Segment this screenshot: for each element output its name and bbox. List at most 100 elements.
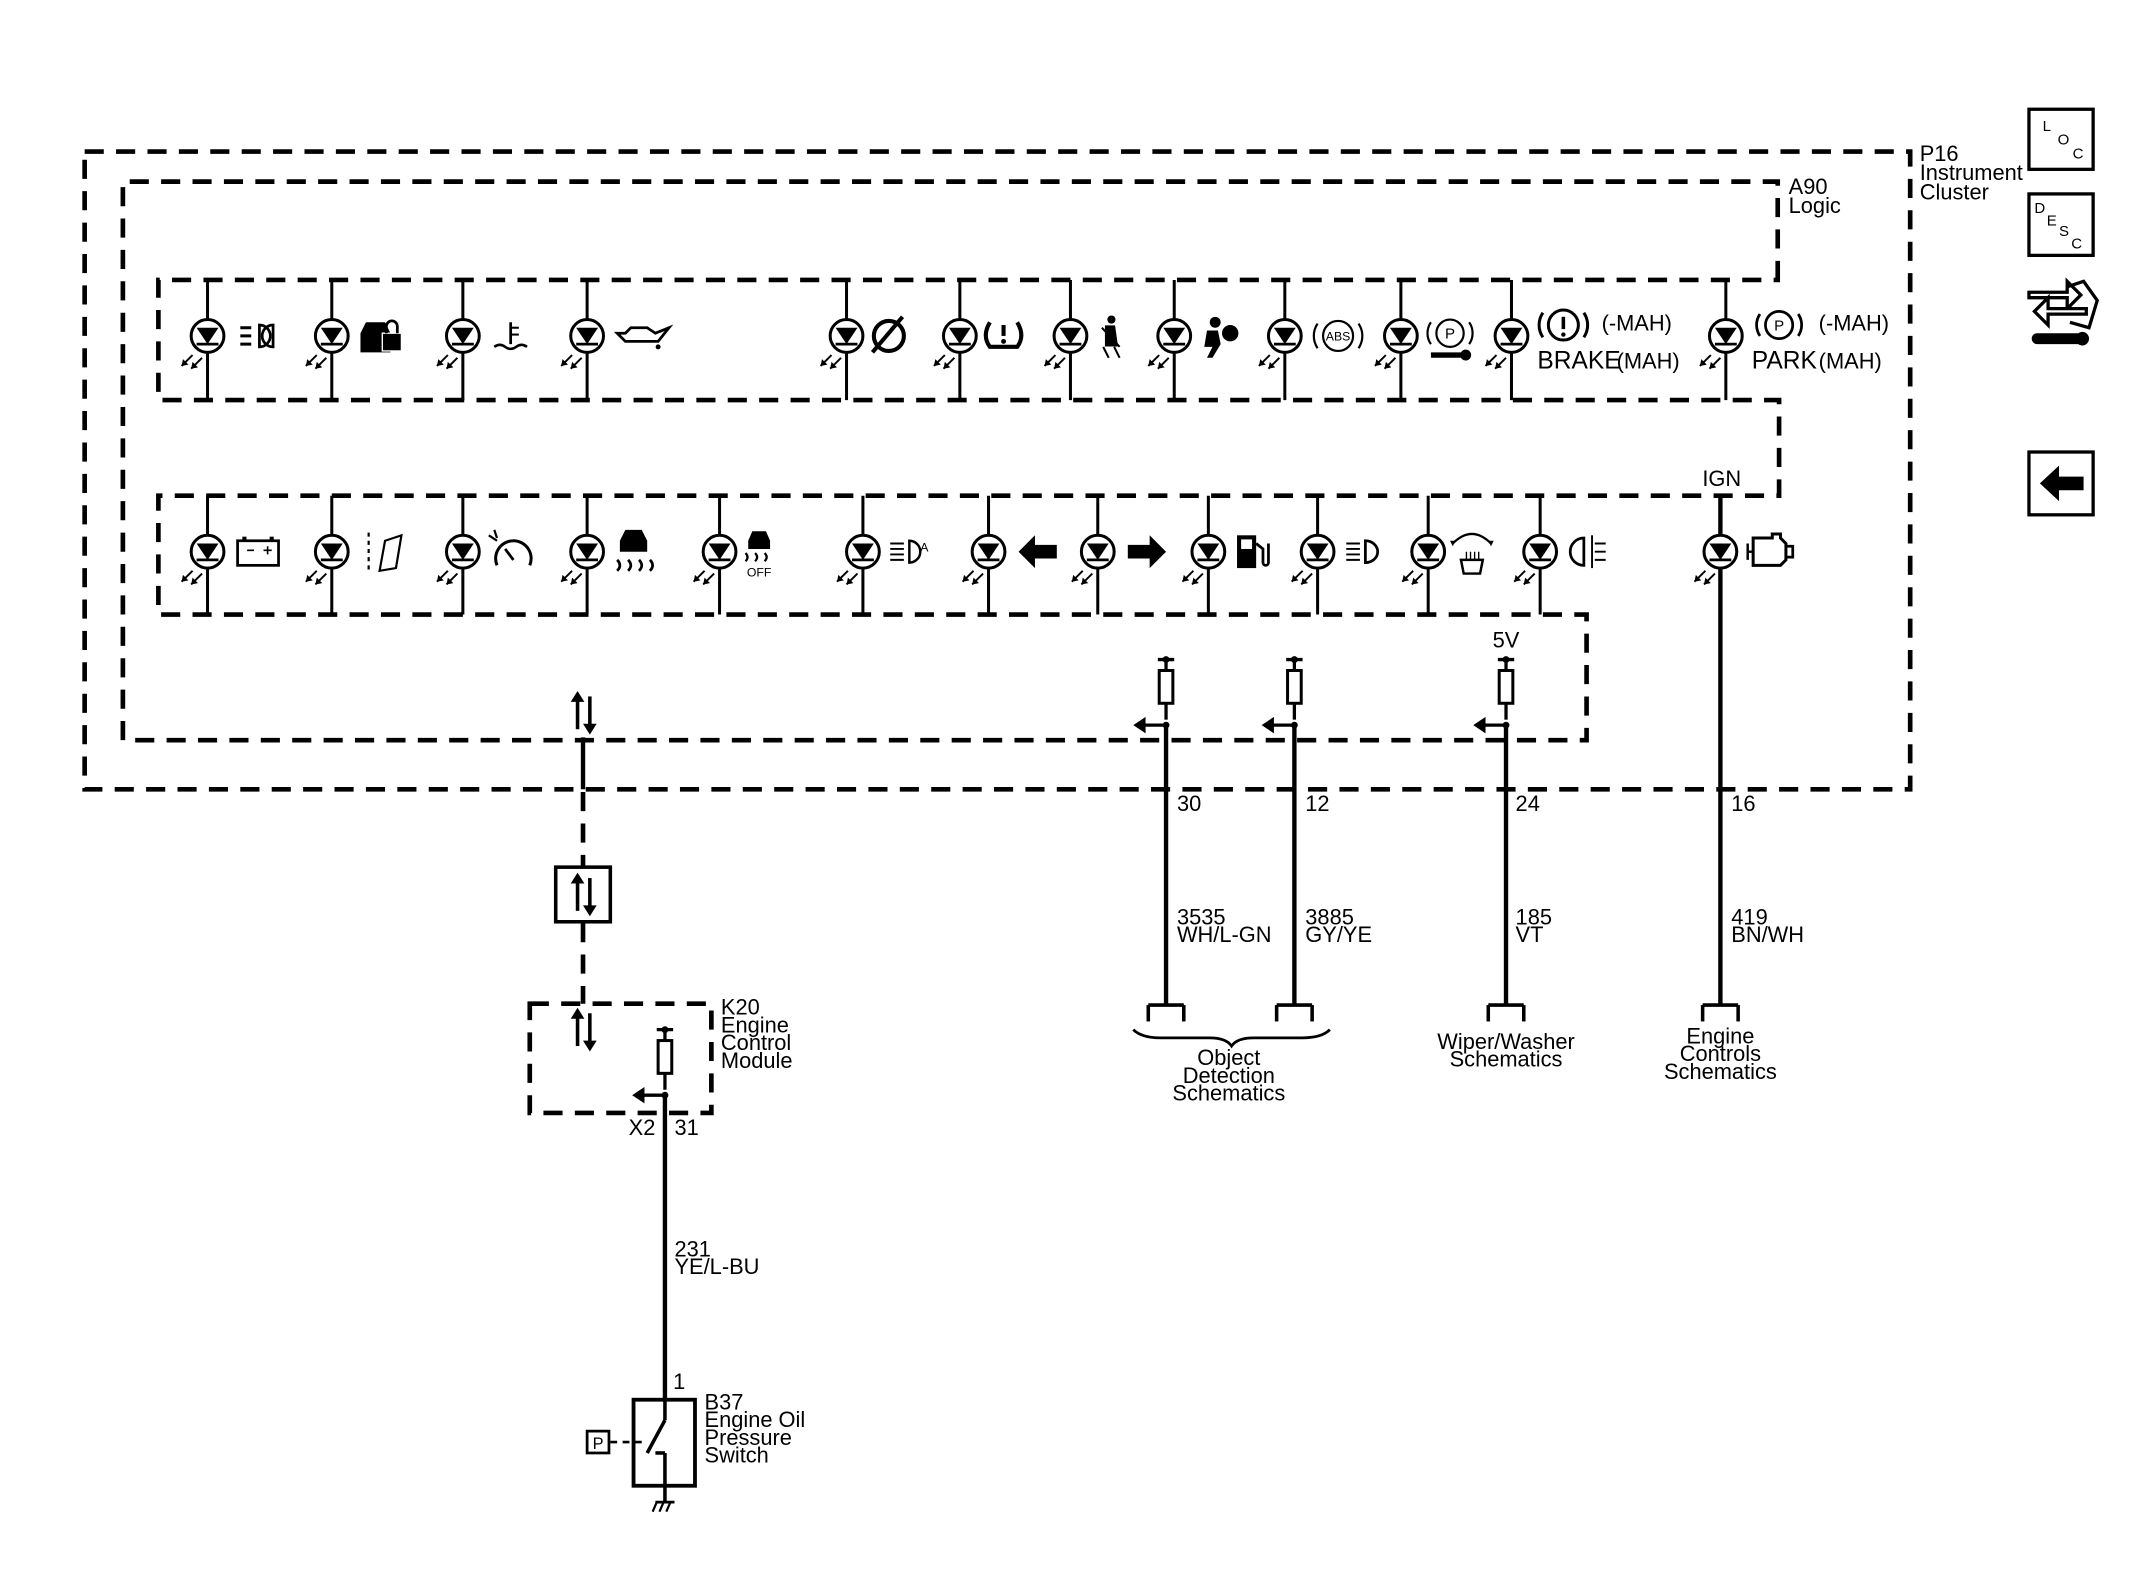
location-button[interactable]: L O C (2027, 107, 2095, 171)
led-charging (180, 533, 226, 586)
led-coolant (435, 318, 481, 371)
a90-label: A90 Logic (1789, 174, 1841, 218)
k20-serial-arrows (568, 1006, 599, 1054)
washer-fluid-icon (1450, 532, 1494, 575)
seat-belt-icon (1101, 315, 1121, 359)
engine-controls-line-1: Engine (1686, 1023, 1754, 1048)
circuit-3885-color: GY/YE (1305, 922, 1372, 947)
led-door-ajar (304, 533, 350, 586)
k20-id: K20 (721, 995, 760, 1020)
five-volt-label: 5V (1493, 627, 1520, 652)
harness-connector-12 (1274, 1003, 1314, 1024)
b37-name-line-3: Switch (705, 1443, 769, 1468)
back-arrow-icon[interactable] (2027, 450, 2095, 517)
p16-name-line-2: Cluster (1920, 179, 1989, 204)
cruise-control-icon (488, 529, 533, 566)
ignition-circuit: IGN 16 419 BN/WH Engine Controls Schemat… (1664, 466, 1804, 1084)
p16-instrument-cluster-outline (82, 149, 1913, 792)
park-brake-icon: P (1755, 309, 1803, 341)
harness-connector-30 (1146, 1003, 1186, 1024)
circuit-231-color: YE/L-BU (675, 1254, 760, 1279)
led-high-beam (1290, 533, 1336, 586)
led-traction-off (692, 533, 738, 586)
lower-indicator-row: OFF A (180, 495, 1795, 615)
led-airbag (1146, 318, 1193, 371)
desc-letter-c: C (2071, 236, 2082, 253)
pin-24-label: 24 (1516, 791, 1540, 816)
k20-name-line-3: Module (721, 1048, 793, 1073)
led-security (304, 318, 350, 371)
led-power-steering (819, 318, 865, 371)
object-detection-line-3: Schematics (1172, 1081, 1285, 1106)
description-button[interactable]: D E S C (2027, 192, 2095, 258)
low-fuel-icon (1237, 535, 1270, 569)
object-detection-line-1: Object (1197, 1045, 1260, 1070)
b37-pin-1: 1 (673, 1369, 685, 1394)
b37-oil-pressure-switch: P B37 Engine Oil Pressure Switch (585, 1389, 805, 1513)
airbag-icon (1204, 316, 1239, 358)
led-check-engine (1692, 533, 1739, 586)
led-traction-control (559, 533, 606, 586)
k20-connector-x2: X2 (629, 1115, 656, 1140)
pin-30-label: 30 (1177, 791, 1201, 816)
high-beam-icon (1346, 539, 1380, 564)
brake-nonmah-label: (-MAH) (1602, 310, 1672, 335)
pullup-pin-30 (1131, 654, 1176, 735)
k20-name-line-1: Engine (721, 1012, 789, 1037)
circuit-419-number: 419 (1731, 904, 1767, 929)
circuit-231-number: 231 (675, 1236, 711, 1261)
park-mah-label: (MAH) (1819, 349, 1882, 374)
led-low-fuel (1180, 533, 1227, 586)
park-word-label: PARK (1752, 348, 1818, 375)
auto-high-beam-icon: A (890, 539, 929, 564)
engine-controls-line-2: Controls (1680, 1041, 1761, 1066)
circuit-185-color: VT (1516, 922, 1544, 947)
auto-a-text: A (920, 541, 929, 555)
battery-icon (236, 536, 280, 567)
turn-left-arrow-icon (1018, 535, 1057, 569)
wiper-washer-circuit: 5V 24 185 VT Wiper/Washer Schematics (1437, 627, 1574, 1071)
desc-letter-d: D (2034, 200, 2045, 217)
circuit-419-color: BN/WH (1731, 922, 1804, 947)
led-oil-pressure (559, 318, 606, 371)
circuit-3535-number: 3535 (1177, 904, 1226, 929)
circuit-3885-number: 3885 (1305, 904, 1354, 929)
security-lock-car-icon (360, 319, 403, 353)
park-brake-service-icon: P (1426, 318, 1474, 361)
k20-pullup (630, 1024, 675, 1106)
check-engine-icon (1746, 532, 1795, 567)
park-service-p: P (1445, 326, 1455, 343)
traction-off-text: OFF (747, 565, 772, 579)
pressure-symbol-p: P (593, 1435, 604, 1453)
led-abs (1257, 318, 1303, 371)
upper-indicator-row: ABS P (-MAH) BRAKE (MAH) P (-MAH) PARK (… (180, 279, 1889, 401)
park-p-text: P (1774, 317, 1784, 334)
led-cruise (435, 533, 481, 586)
connector-icon[interactable] (2027, 277, 2100, 346)
led-auto-lamp (835, 533, 881, 586)
a90-logic-outline (120, 179, 1782, 743)
coolant-temperature-icon (493, 322, 528, 351)
wiper-washer-line-2: Schematics (1450, 1047, 1563, 1072)
k20-engine-control-module: K20 Engine Control Module X2 31 (527, 995, 793, 1140)
abs-text: ABS (1326, 330, 1351, 344)
led-electric-park-brake-service (1373, 318, 1419, 371)
ground-icon (651, 1500, 675, 1513)
led-fog-lamp (180, 318, 226, 371)
harness-connector-engine (1700, 1003, 1740, 1024)
pin-16-label: 16 (1731, 791, 1755, 816)
pin-12-label: 12 (1305, 791, 1329, 816)
led-turn-right (1070, 533, 1116, 586)
a90-id: A90 (1789, 174, 1828, 199)
led-tire-pressure (932, 318, 978, 371)
b37-id: B37 (705, 1389, 744, 1414)
p16-id: P16 (1920, 141, 1959, 166)
oil-pressure-circuit: 231 YE/L-BU 1 (662, 1095, 760, 1400)
led-seat-belt (1043, 318, 1089, 371)
k20-name-line-2: Control (721, 1030, 791, 1055)
ign-label: IGN (1702, 466, 1741, 491)
led-washer-fluid (1400, 533, 1447, 586)
tire-pressure-icon (983, 321, 1024, 349)
wiper-washer-line-1: Wiper/Washer (1437, 1029, 1574, 1054)
